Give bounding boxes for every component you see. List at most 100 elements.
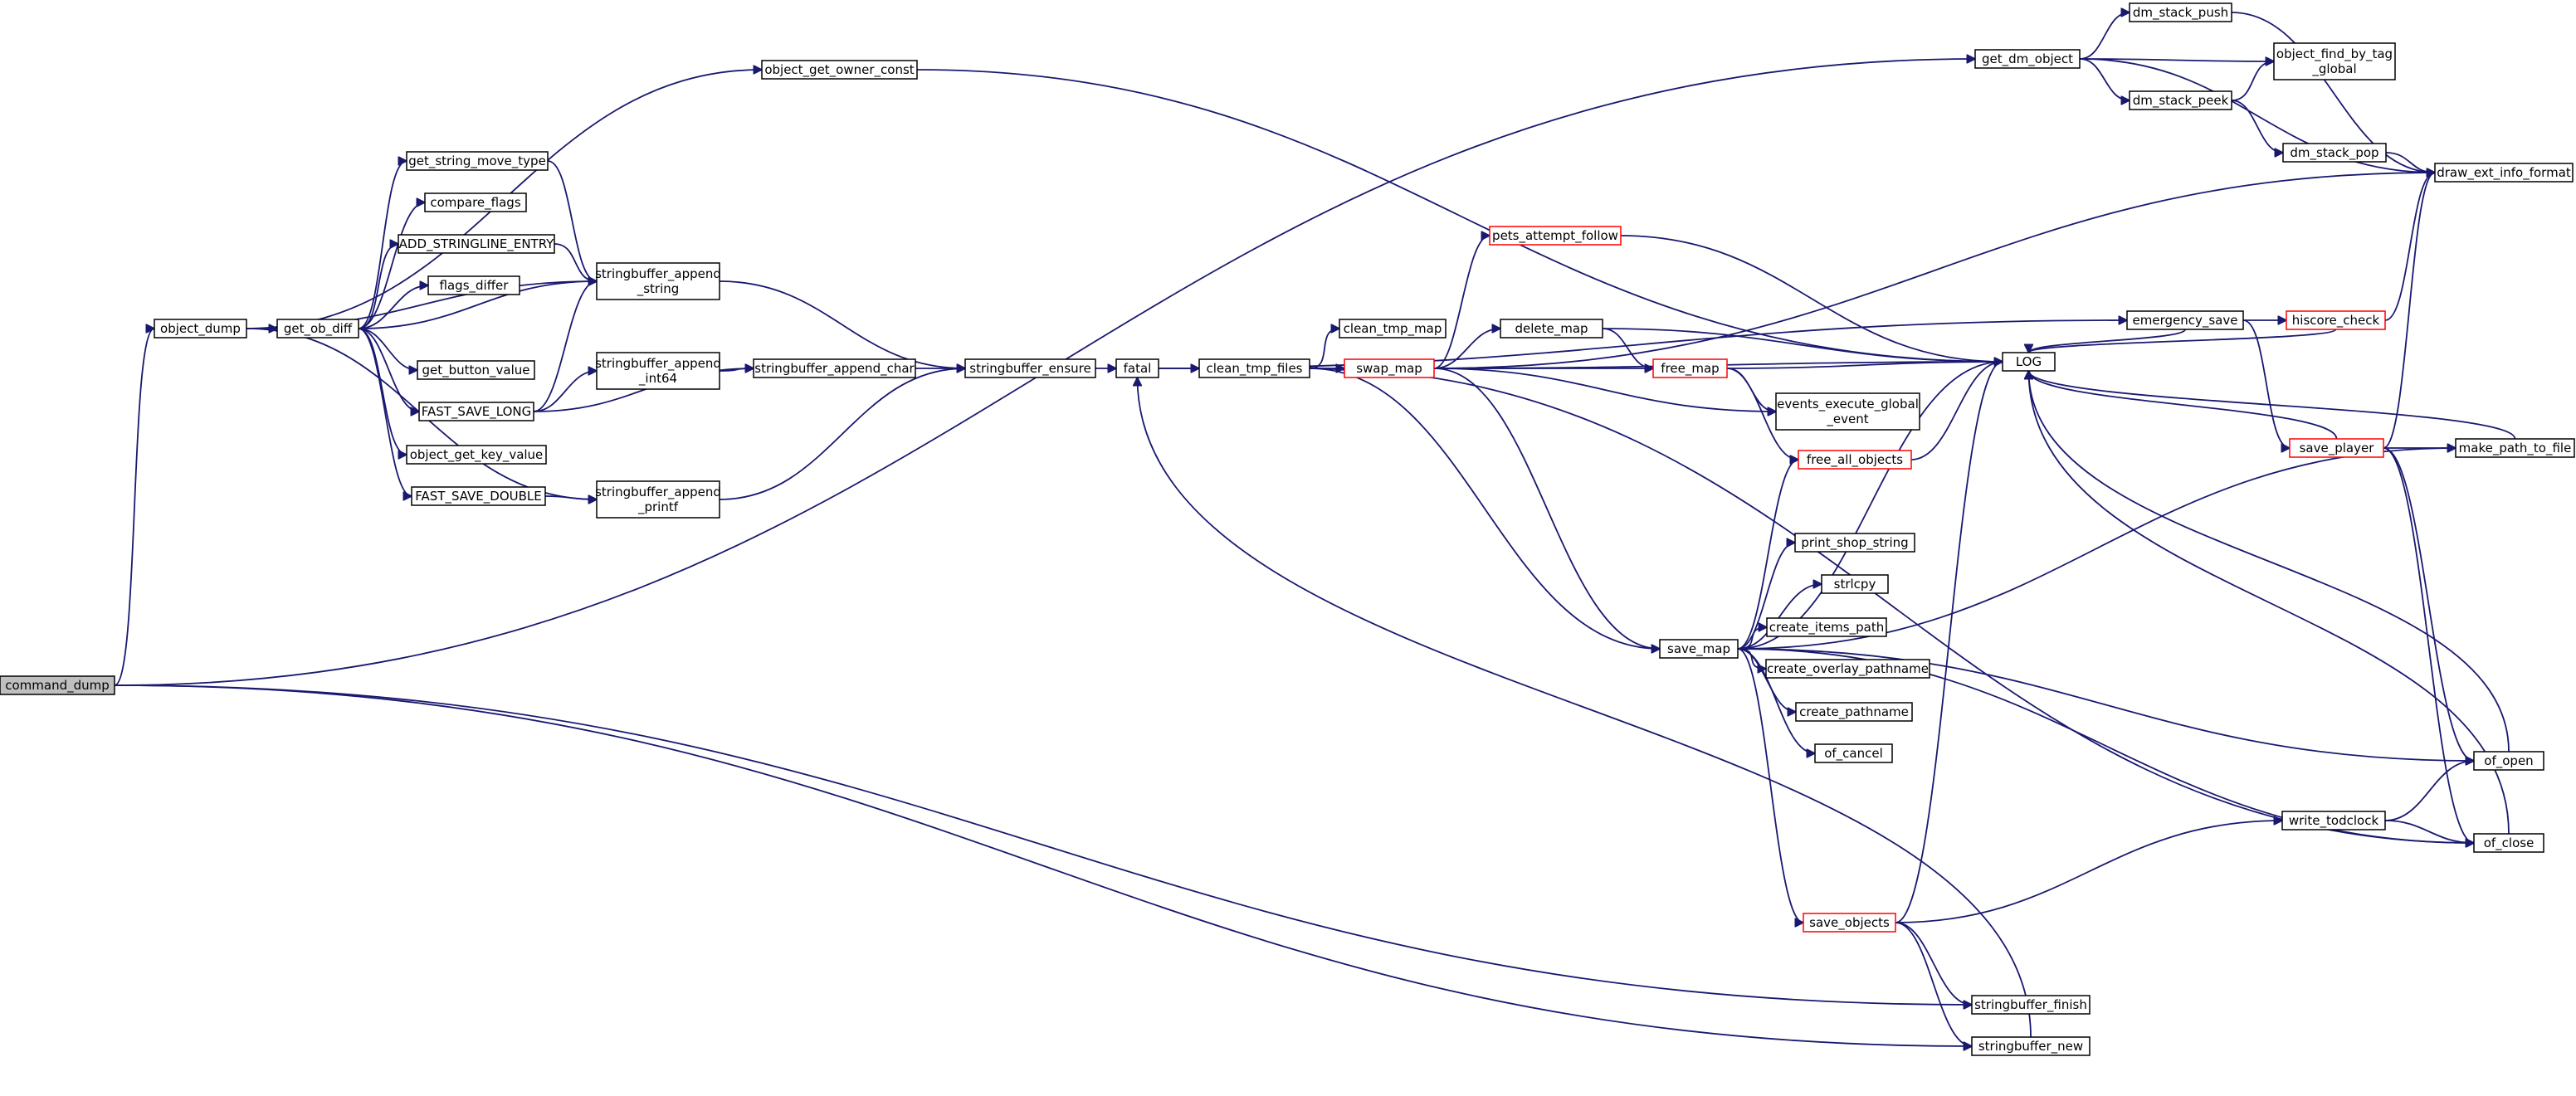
node-create-overlay-pathname[interactable]: create_overlay_pathname bbox=[1765, 659, 1930, 679]
node-object-get-owner-const[interactable]: object_get_owner_const bbox=[761, 60, 918, 80]
node-box bbox=[0, 675, 115, 695]
node-label: create_overlay_pathname bbox=[1767, 661, 1929, 677]
edge-save_player-to-of_close bbox=[2383, 447, 2474, 843]
node-box bbox=[2002, 352, 2056, 372]
edge-save_map-to-save_objects bbox=[1737, 648, 1803, 923]
node-of-close[interactable]: of_close bbox=[2473, 833, 2544, 853]
node-box bbox=[427, 275, 520, 295]
node-fatal[interactable]: fatal bbox=[1115, 358, 1159, 378]
node-write-todclock[interactable]: write_todclock bbox=[2281, 811, 2386, 831]
edge-save_map-to-strlcpy bbox=[1737, 584, 1822, 650]
node-sb-new[interactable]: stringbuffer_new bbox=[1971, 1036, 2091, 1056]
node-box bbox=[411, 486, 546, 506]
node-create-pathname[interactable]: create_pathname bbox=[1795, 702, 1913, 722]
node-sb-append-printf[interactable]: stringbuffer_append_printf bbox=[595, 480, 721, 519]
node-box bbox=[2289, 438, 2384, 458]
node-label: write_todclock bbox=[2289, 813, 2379, 829]
node-sb-ensure[interactable]: stringbuffer_ensure bbox=[964, 358, 1096, 378]
node-compare-flags[interactable]: compare_flags bbox=[424, 192, 527, 212]
node-add-stringline-entry[interactable]: ADD_STRINGLINE_ENTRY bbox=[398, 234, 555, 254]
node-box bbox=[1500, 319, 1603, 339]
node-dm-stack-push[interactable]: dm_stack_push bbox=[2129, 2, 2232, 22]
edge-free_map-to-free_all_objects bbox=[1726, 368, 1798, 460]
node-label: dm_stack_peek bbox=[2133, 93, 2229, 109]
node-sb-append-char[interactable]: stringbuffer_append_char bbox=[753, 358, 916, 378]
node-label: stringbuffer_ensure bbox=[969, 361, 1090, 377]
node-draw-ext-info-format[interactable]: draw_ext_info_format bbox=[2434, 163, 2574, 183]
node-box bbox=[1974, 49, 2081, 69]
node-box bbox=[1814, 743, 1893, 763]
node-label: draw_ext_info_format bbox=[2437, 165, 2571, 181]
node-sb-finish[interactable]: stringbuffer_finish bbox=[1971, 995, 2091, 1015]
node-save-objects[interactable]: save_objects bbox=[1803, 913, 1896, 933]
node-save-map[interactable]: save_map bbox=[1659, 639, 1739, 659]
node-log[interactable]: LOG bbox=[2002, 352, 2056, 372]
node-fast-save-double[interactable]: FAST_SAVE_DOUBLE bbox=[411, 486, 546, 506]
node-command-dump[interactable]: command_dump bbox=[0, 675, 115, 695]
node-box bbox=[1821, 574, 1889, 594]
node-box bbox=[2273, 42, 2396, 80]
edge-FAST_SAVE_LONG-to-sb_append_string bbox=[533, 281, 597, 412]
node-emergency-save[interactable]: emergency_save bbox=[2126, 310, 2244, 330]
node-label: ADD_STRINGLINE_ENTRY bbox=[399, 236, 555, 252]
node-get-dm-object[interactable]: get_dm_object bbox=[1974, 49, 2081, 69]
node-hiscore-check[interactable]: hiscore_check bbox=[2286, 310, 2386, 330]
node-object-dump[interactable]: object_dump bbox=[154, 319, 247, 339]
node-clean-tmp-map[interactable]: clean_tmp_map bbox=[1339, 319, 1447, 339]
node-delete-map[interactable]: delete_map bbox=[1500, 319, 1603, 339]
edge-ADD_STRINGLINE_ENTRY-to-sb_append_string bbox=[554, 243, 597, 281]
node-label: print_shop_string bbox=[1801, 535, 1908, 551]
node-label: swap_map bbox=[1356, 361, 1422, 377]
node-strlcpy[interactable]: strlcpy bbox=[1821, 574, 1889, 594]
node-sb-append-string[interactable]: stringbuffer_append_string bbox=[595, 262, 721, 300]
node-events-execute-global-event[interactable]: events_execute_global_event bbox=[1775, 392, 1920, 431]
edge-FAST_SAVE_DOUBLE-to-sb_append_printf bbox=[544, 496, 597, 499]
node-box bbox=[2473, 751, 2544, 771]
node-box bbox=[418, 402, 534, 421]
edge-save_map-to-of_cancel bbox=[1737, 648, 1815, 753]
node-label: clean_tmp_map bbox=[1344, 321, 1442, 337]
node-label: object_get_owner_const bbox=[764, 62, 914, 78]
node-fast-save-long[interactable]: FAST_SAVE_LONG bbox=[418, 402, 534, 421]
node-flags-differ[interactable]: flags_differ bbox=[427, 275, 520, 295]
node-object-get-key-value[interactable]: object_get_key_value bbox=[406, 445, 547, 465]
node-box bbox=[276, 319, 359, 339]
node-print-shop-string[interactable]: print_shop_string bbox=[1794, 533, 1915, 553]
node-pets-attempt-follow[interactable]: pets_attempt_follow bbox=[1489, 226, 1622, 246]
node-get-button-value[interactable]: get_button_value bbox=[417, 360, 535, 380]
node-sb-append-int64[interactable]: stringbuffer_append_int64 bbox=[595, 352, 721, 390]
node-object-find-by-tag-global[interactable]: object_find_by_tag_global bbox=[2273, 42, 2396, 80]
node-label: _printf bbox=[637, 499, 679, 515]
edge-command_dump-to-object_dump bbox=[114, 329, 154, 686]
node-save-player[interactable]: save_player bbox=[2289, 438, 2384, 458]
node-label: LOG bbox=[2016, 354, 2042, 369]
node-free-all-objects[interactable]: free_all_objects bbox=[1798, 450, 1912, 470]
node-swap-map[interactable]: swap_map bbox=[1344, 358, 1435, 378]
node-label: object_dump bbox=[160, 321, 241, 337]
edge-save_player-to-draw_ext_info_format bbox=[2383, 173, 2435, 449]
node-box bbox=[1794, 533, 1915, 553]
node-of-open[interactable]: of_open bbox=[2473, 751, 2544, 771]
edge-get_ob_diff-to-sb_append_string bbox=[358, 281, 597, 329]
node-clean-tmp-files[interactable]: clean_tmp_files bbox=[1198, 358, 1310, 378]
edge-object_get_owner_const-to-LOG bbox=[916, 69, 2003, 362]
node-make-path-to-file[interactable]: make_path_to_file bbox=[2455, 438, 2575, 458]
edge-command_dump-to-sb_finish bbox=[114, 684, 1972, 1005]
edge-save_objects-to-sb_finish bbox=[1895, 922, 1972, 1005]
node-dm-stack-pop[interactable]: dm_stack_pop bbox=[2282, 143, 2387, 163]
node-box bbox=[424, 192, 527, 212]
node-box bbox=[2126, 310, 2244, 330]
node-label: delete_map bbox=[1515, 321, 1588, 337]
node-label: of_close bbox=[2484, 835, 2535, 851]
node-create-items-path[interactable]: create_items_path bbox=[1766, 617, 1887, 637]
edge-save_objects-to-LOG bbox=[1895, 362, 2003, 923]
node-get-string-move-type[interactable]: get_string_move_type bbox=[406, 151, 549, 171]
node-of-cancel[interactable]: of_cancel bbox=[1814, 743, 1893, 763]
node-free-map[interactable]: free_map bbox=[1652, 358, 1728, 378]
node-box bbox=[1971, 1036, 2091, 1056]
node-dm-stack-peek[interactable]: dm_stack_peek bbox=[2129, 90, 2232, 110]
node-get-ob-diff[interactable]: get_ob_diff bbox=[276, 319, 359, 339]
node-label: create_pathname bbox=[1799, 704, 1909, 720]
edge-get_dm_object-to-dm_stack_peek bbox=[2079, 58, 2130, 100]
node-label: strlcpy bbox=[1834, 577, 1876, 592]
